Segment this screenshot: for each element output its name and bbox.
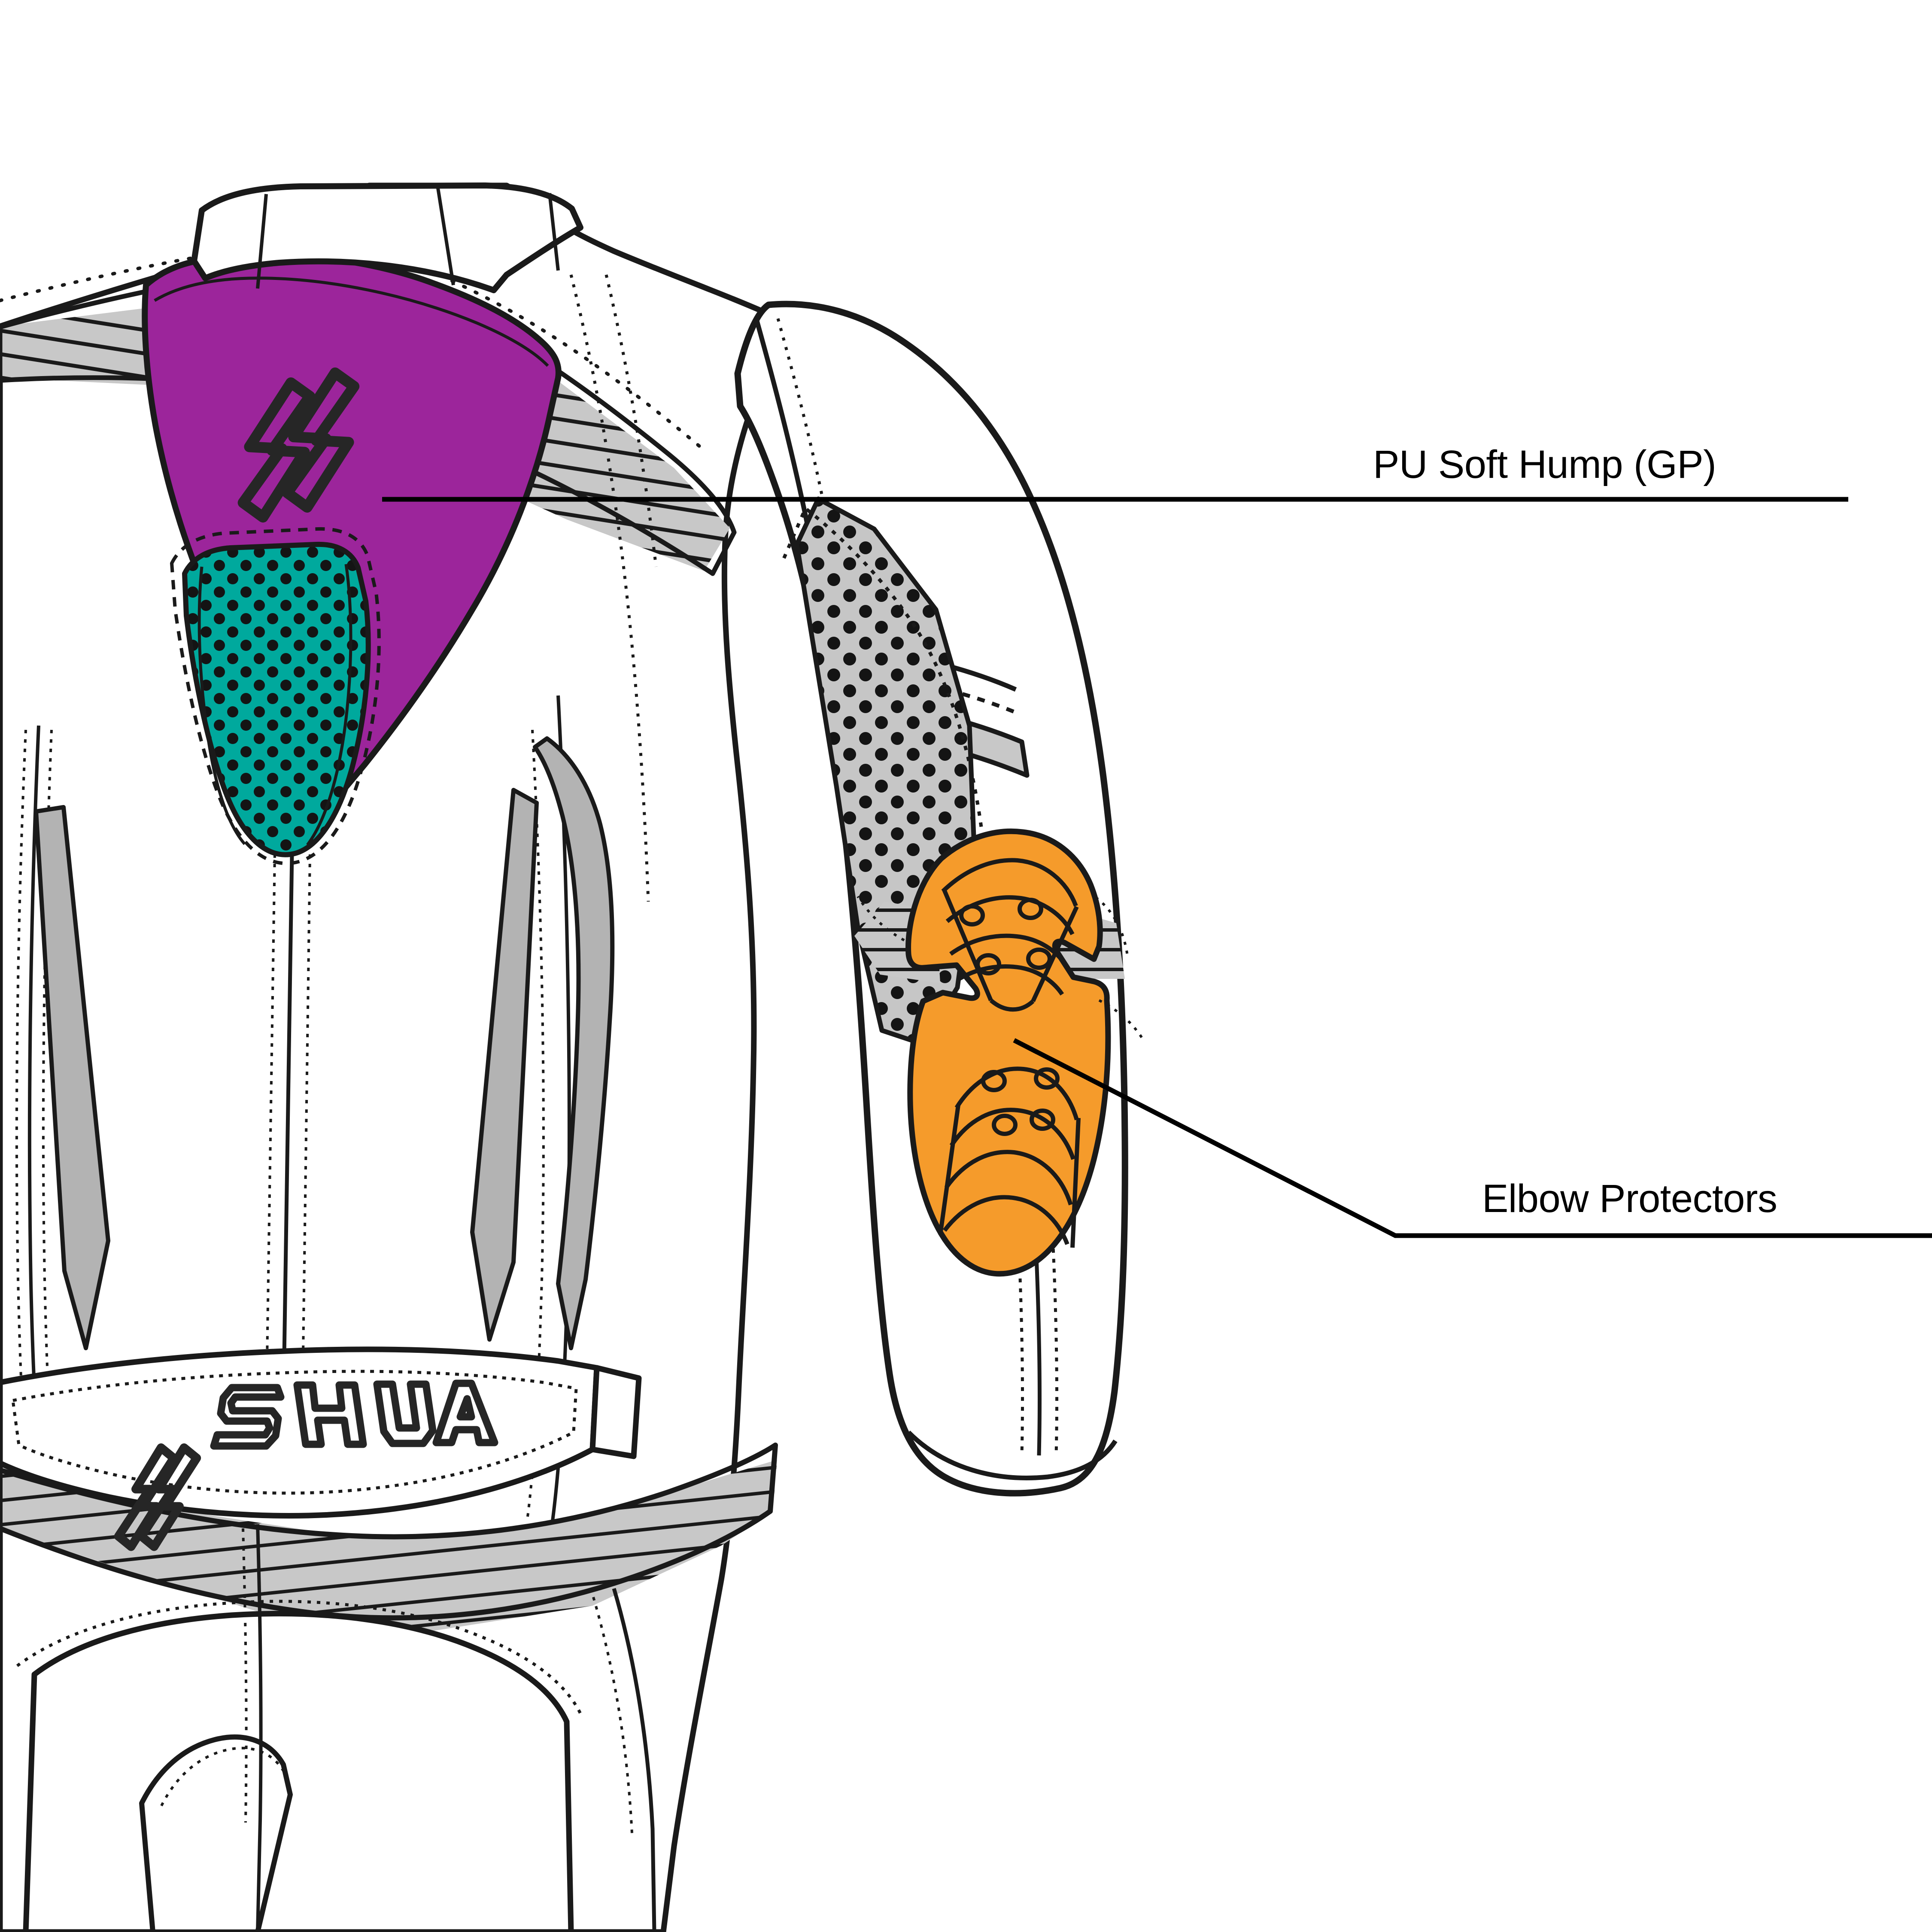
inner-leg-stitch [160,1747,286,1807]
collar-seam-3 [548,193,560,271]
arm-perforated-panel-outline [794,496,977,1047]
side-accent-stripe-right [470,788,539,1342]
shua-logo-icon-belt [114,1443,201,1551]
elbow-lower-facet-right [1070,1118,1081,1248]
callout-label-elbow-protectors: Elbow Protectors [1482,1177,1777,1221]
waist-belt [0,1346,642,1551]
elbow-upper-rib-2 [949,933,1071,972]
side-accent-stripe-right-outer [533,736,615,1350]
center-back-leg-stitch [242,1528,248,1823]
elbow-vent-hole [1026,948,1052,970]
shoulder-stitchline [0,242,702,448]
belt-right-tab [589,1365,642,1459]
armhole-stitch-right-2 [605,274,658,567]
elbow-lower-rib-1 [949,1108,1075,1160]
collar-shape [191,182,583,293]
side-accent-stripe-left [34,805,110,1350]
elbow-vent-hole [1030,1109,1055,1131]
callout-leader-lines [382,497,1932,1238]
elbow-vent-hole [959,904,985,927]
shua-wordmark-belt [210,1379,498,1450]
leader-line-elbow-protectors [1013,1038,1932,1238]
callout-label-pu-soft-hump: PU Soft Hump (GP) [1373,443,1716,486]
perforated-panel-seam-left [197,566,246,845]
elbow-upper-facet-right [1031,905,1079,1002]
elbow-upper-lobe-outline [941,858,1078,907]
elbow-protector [857,828,1145,1277]
elbow-upper-facet-bottom [989,999,1035,1012]
lumbar-accordion-outline [0,1443,778,1621]
perforated-spine-panel [170,527,381,865]
perforated-panel-seam-right [306,564,352,846]
elbow-lower-facet-left [938,1105,960,1235]
body-stitch-right-outer [526,729,545,1520]
shua-logo-icon-hump [237,367,360,523]
elbow-lower-rib-3 [943,1195,1069,1245]
perforated-panel-dashed-outline [170,527,381,865]
belt-inner-stitch [11,1370,578,1495]
elbow-vent-hole [1034,1067,1060,1090]
elbow-vent-hole [981,1070,1007,1092]
elbow-vent-hole [992,1114,1018,1136]
elbow-protector-shape [905,828,1111,1277]
collar-seam-1 [256,194,268,289]
pu-hump-inner-seam [154,276,549,367]
elbow-upper-facet-left [942,888,993,1001]
center-back-leg-seam [256,1524,263,1932]
elbow-vent-hole [975,953,1001,975]
elbow-lower-rib-2 [944,1150,1073,1206]
perforated-panel-shape [182,541,371,857]
seat-panel-outline [23,1610,574,1932]
collar-group [191,182,583,293]
elbow-vent-hole [1018,898,1043,920]
body-stitch-left-outer [15,729,33,1520]
inner-leg-panel [139,1734,293,1932]
spine-seam [281,854,294,1413]
elbow-upper-rib-3 [958,964,1064,996]
elbow-lower-lobe-outline [954,1066,1079,1121]
collar-seam-2 [436,188,455,286]
sleeve-cuff-line [907,1431,1118,1480]
hip-seam-right [612,1588,656,1932]
